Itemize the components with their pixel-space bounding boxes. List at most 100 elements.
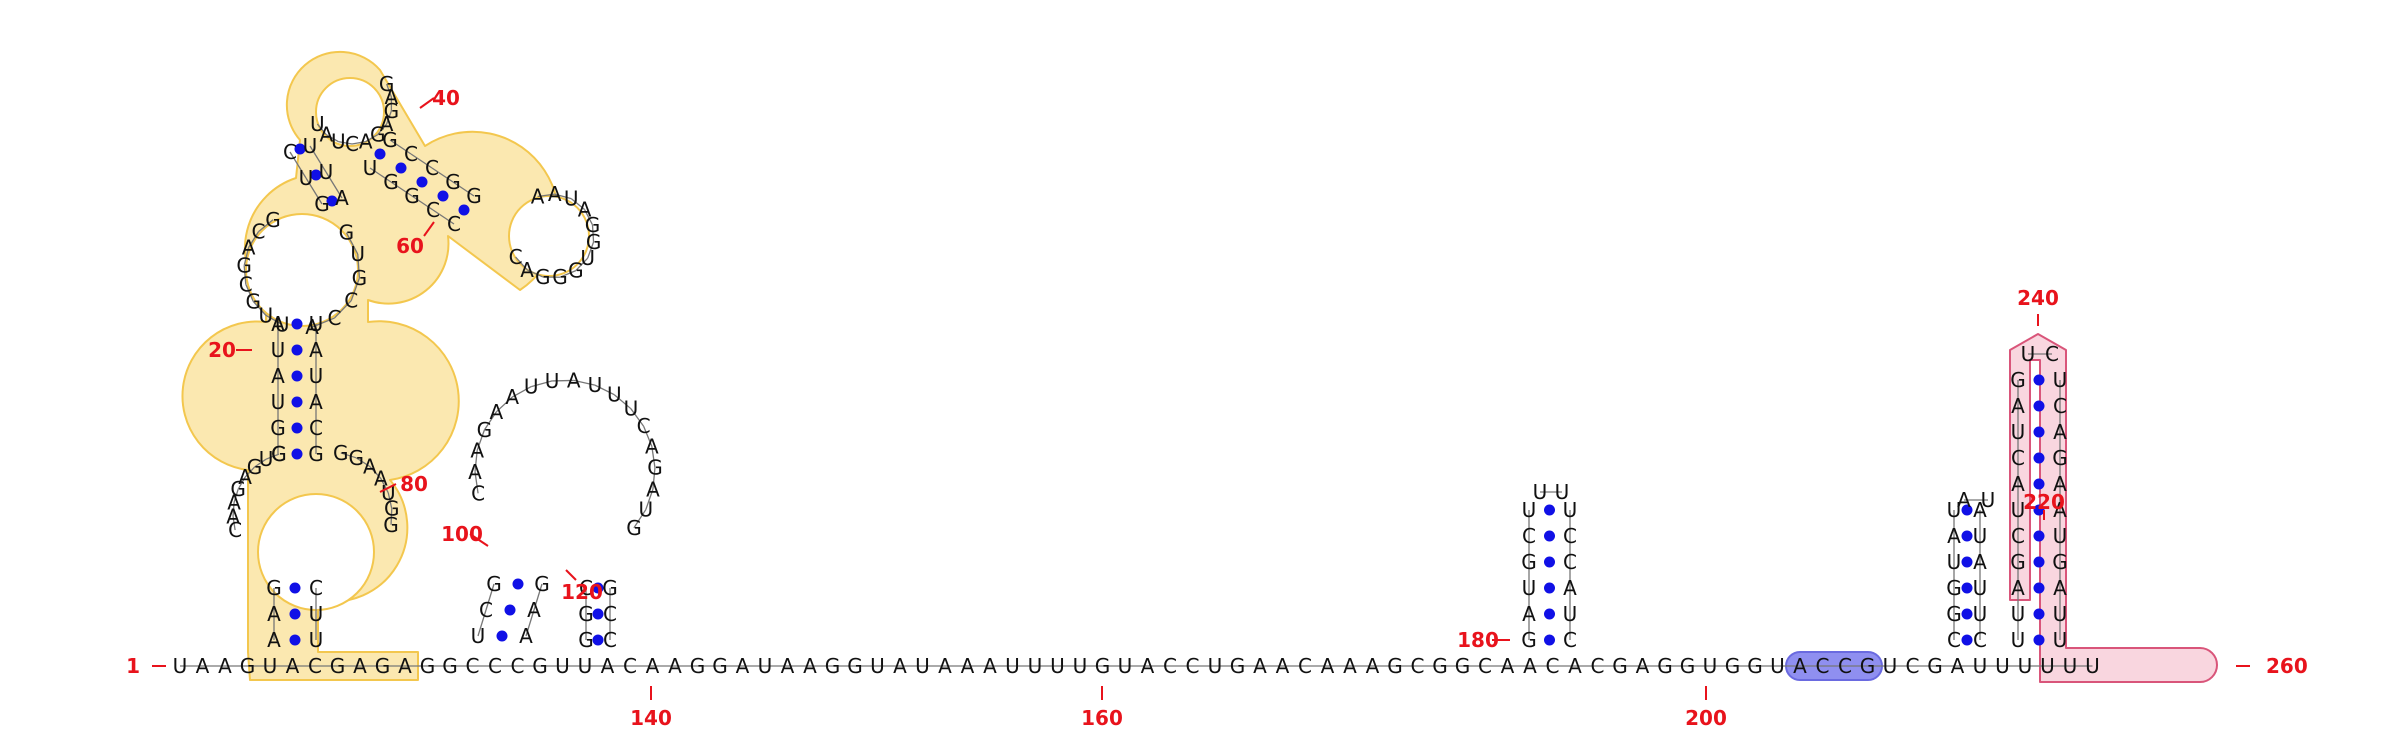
paired-nucleotide: C [2053, 394, 2067, 418]
backbone-nucleotide: G [1927, 654, 1943, 678]
backbone-nucleotide: A [736, 654, 750, 678]
backbone-nucleotide: G [1095, 654, 1111, 678]
position-tick [423, 221, 435, 237]
backbone-link [311, 317, 335, 328]
base-pair-dot [2033, 608, 2045, 620]
base-pair-dot [1961, 556, 1973, 568]
paired-nucleotide: U [2011, 602, 2026, 626]
position-label-180: 180 [1457, 628, 1499, 652]
backbone-link [591, 224, 595, 243]
backbone-nucleotide: A [1141, 654, 1155, 678]
backbone-link [515, 256, 528, 271]
paired-nucleotide: U [1947, 550, 1962, 574]
backbone-nucleotide: U [2085, 654, 2100, 678]
backbone-link [380, 478, 389, 494]
loop-nucleotide: G [626, 516, 642, 540]
position-tick [469, 533, 489, 547]
base-pair-dot [294, 143, 306, 155]
backbone-link [559, 269, 577, 278]
paired-nucleotide: U [2011, 420, 2026, 444]
paired-nucleotide: A [2011, 472, 2025, 496]
paired-nucleotide: A [271, 364, 285, 388]
paired-nucleotide: U [2053, 368, 2068, 392]
position-label-60: 60 [396, 234, 424, 258]
paired-nucleotide: G [466, 184, 482, 208]
position-label-200: 200 [1685, 706, 1727, 730]
backbone-nucleotide: A [286, 654, 300, 678]
backbone-link [533, 583, 543, 611]
backbone-link [630, 408, 645, 427]
backbone-link [316, 123, 327, 136]
backbone-link [390, 508, 393, 525]
backbone-link [452, 181, 475, 197]
paired-nucleotide: C [579, 576, 593, 600]
backbone-nucleotide: A [1276, 654, 1290, 678]
backbone-nucleotide: U [555, 654, 570, 678]
position-label-1: 1 [126, 654, 140, 678]
position-label-100: 100 [441, 522, 483, 546]
paired-nucleotide: U [1522, 576, 1537, 600]
paired-nucleotide: G [383, 170, 399, 194]
backbone-nucleotide: C [308, 654, 322, 678]
loop-nucleotide: C [509, 245, 523, 269]
backbone-link [575, 257, 589, 272]
backbone-link [643, 425, 653, 447]
backbone-nucleotide: G [712, 654, 728, 678]
backbone-nucleotide: A [1343, 654, 1357, 678]
backbone-nucleotide: G [1747, 654, 1763, 678]
backbone-nucleotide: G [1455, 654, 1471, 678]
backbone-nucleotide: A [1501, 654, 1515, 678]
backbone-link [390, 181, 413, 197]
backbone-link [511, 386, 532, 398]
base-pair-dot [1544, 608, 1555, 620]
loop-nucleotide: A [238, 465, 252, 489]
loop-nucleotide: C [228, 518, 242, 542]
paired-nucleotide: C [2011, 446, 2025, 470]
loop-nucleotide: U [259, 447, 274, 471]
base-pair-dot [458, 204, 470, 216]
backbone-nucleotide: U [1995, 654, 2010, 678]
base-pair-dot [592, 582, 604, 594]
paired-nucleotide: U [1563, 498, 1578, 522]
backbone-nucleotide: U [2040, 654, 2055, 678]
paired-nucleotide: U [471, 624, 486, 648]
backbone-nucleotide: A [961, 654, 975, 678]
base-pair-dot [2033, 426, 2045, 438]
backbone-nucleotide: A [938, 654, 952, 678]
paired-nucleotide: U [309, 364, 324, 388]
position-tick [565, 569, 577, 581]
loop-nucleotide: C [471, 481, 485, 505]
backbone-nucleotide: U [758, 654, 773, 678]
loop-nucleotide: U [275, 313, 290, 337]
backbone-nucleotide: G [1680, 654, 1696, 678]
backbone-nucleotide: C [1591, 654, 1605, 678]
backbone-nucleotide: G [375, 654, 391, 678]
paired-nucleotide: C [2011, 524, 2025, 548]
backbone-nucleotide: A [1253, 654, 1267, 678]
backbone-link [243, 247, 250, 266]
backbone-link [431, 167, 454, 183]
backbone-link [387, 492, 393, 509]
paired-nucleotide: U [2053, 602, 2068, 626]
backbone-nucleotide: C [1546, 654, 1560, 678]
backbone-nucleotide: A [353, 654, 367, 678]
paired-nucleotide: G [1521, 550, 1537, 574]
backbone-link [305, 177, 323, 205]
loop-nucleotide: A [468, 460, 482, 484]
paired-nucleotide: A [1563, 576, 1577, 600]
backbone-link [645, 489, 654, 510]
backbone-nucleotide: G [1387, 654, 1403, 678]
backbone-link [289, 151, 307, 179]
base-pair-dot [496, 630, 508, 642]
loop-nucleotide: G [246, 289, 262, 313]
paired-nucleotide: G [2052, 446, 2068, 470]
position-label-160: 160 [1081, 706, 1123, 730]
backbone-link [309, 145, 327, 173]
backbone-nucleotide: A [803, 654, 817, 678]
paired-nucleotide: G [2010, 368, 2026, 392]
paired-nucleotide: A [267, 628, 281, 652]
paired-nucleotide: G [486, 572, 502, 596]
loop-nucleotide: G [383, 513, 399, 537]
